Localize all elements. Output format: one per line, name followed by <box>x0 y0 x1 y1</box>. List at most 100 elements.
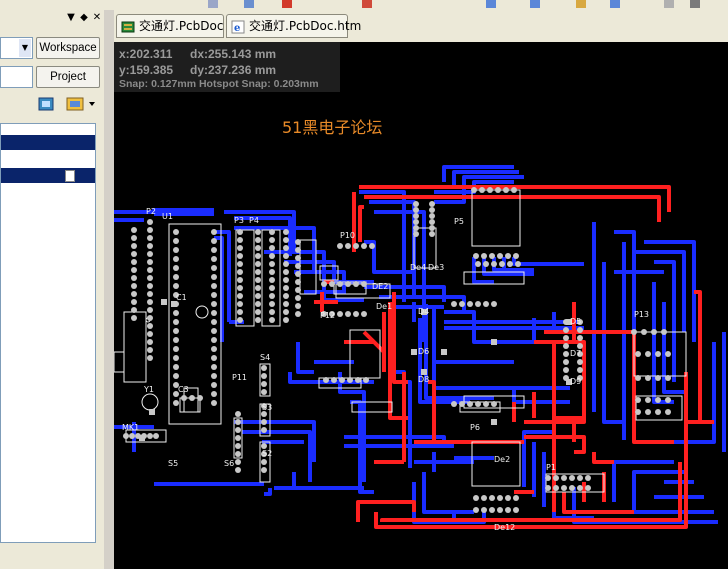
pad <box>131 283 137 289</box>
pad <box>147 331 153 337</box>
pad <box>261 467 267 473</box>
workspace-button[interactable]: Workspace <box>36 37 100 59</box>
pad <box>269 293 275 299</box>
pad <box>355 377 361 383</box>
pad <box>255 245 261 251</box>
top-trace <box>380 462 682 522</box>
pad <box>255 285 261 291</box>
toolbar-icon[interactable] <box>690 0 700 8</box>
pad <box>237 285 243 291</box>
bottom-trace <box>644 240 696 342</box>
pad <box>577 359 583 365</box>
pad <box>295 287 301 293</box>
pad <box>491 401 497 407</box>
component-outline <box>349 329 381 379</box>
pad <box>473 495 479 501</box>
designator-label: De2 <box>494 455 510 464</box>
pad <box>131 275 137 281</box>
pad <box>497 253 503 259</box>
toolbar-icon[interactable] <box>244 0 254 8</box>
component-outline <box>351 401 393 413</box>
pad <box>585 475 591 481</box>
compile-icon[interactable] <box>36 94 58 114</box>
pad <box>451 301 457 307</box>
project-tree[interactable] <box>0 123 96 543</box>
designator-label: P12 <box>320 311 335 320</box>
bottom-trace <box>224 210 296 252</box>
close-icon[interactable]: ✕ <box>92 12 102 23</box>
pad <box>261 365 267 371</box>
pad <box>173 256 179 262</box>
pad <box>235 467 241 473</box>
pad <box>255 277 261 283</box>
workspace-combo[interactable]: ▼ <box>0 37 33 59</box>
pad <box>361 311 367 317</box>
pad <box>147 275 153 281</box>
pad <box>413 201 419 207</box>
pad <box>147 283 153 289</box>
pad <box>211 337 217 343</box>
pad <box>635 397 641 403</box>
pad <box>269 285 275 291</box>
project-options-icon[interactable] <box>64 94 98 114</box>
tree-item-selected[interactable] <box>1 168 95 183</box>
toolbar-icon[interactable] <box>208 0 218 8</box>
pad <box>577 485 583 491</box>
pad <box>235 435 241 441</box>
toolbar-icon[interactable] <box>610 0 620 8</box>
component-outline <box>114 351 125 373</box>
pad <box>413 225 419 231</box>
pad <box>635 351 641 357</box>
pad <box>429 231 435 237</box>
component-outline <box>471 441 521 487</box>
pad <box>473 507 479 513</box>
pad <box>295 255 301 261</box>
pad <box>495 187 501 193</box>
pad <box>283 301 289 307</box>
tree-item-selected[interactable] <box>1 135 95 150</box>
toolbar-icon[interactable] <box>486 0 496 8</box>
designator-label: P10 <box>340 231 355 240</box>
toolbar-icon[interactable] <box>664 0 674 8</box>
tab-pcbdoc-htm[interactable]: e 交通灯.PcbDoc.htm <box>226 14 361 38</box>
tab-pcbdoc[interactable]: 交通灯.PcbDoc <box>116 14 224 38</box>
svg-text:e: e <box>234 23 240 34</box>
pad <box>283 245 289 251</box>
close-icon[interactable] <box>282 0 292 8</box>
panel-menu-icon[interactable]: ▼ <box>67 12 75 23</box>
pad <box>211 391 217 397</box>
pad <box>123 433 129 439</box>
bottom-trace <box>634 250 686 332</box>
pad <box>211 238 217 244</box>
pad <box>491 339 497 345</box>
pad <box>131 299 137 305</box>
pin-icon[interactable]: ◆ <box>80 12 88 23</box>
pad <box>507 261 513 267</box>
designator-label: MK1 <box>122 423 139 432</box>
bottom-trace <box>296 342 314 374</box>
toolbar-icon[interactable] <box>362 0 372 8</box>
pad <box>269 317 275 323</box>
project-field[interactable] <box>0 66 33 88</box>
pad <box>197 395 203 401</box>
pad <box>255 237 261 243</box>
pad <box>261 451 267 457</box>
pad <box>269 237 275 243</box>
pad <box>631 329 637 335</box>
toolbar-icon[interactable] <box>530 0 540 8</box>
pad <box>147 323 153 329</box>
toolbar-icon[interactable] <box>576 0 586 8</box>
pad <box>131 227 137 233</box>
pad <box>483 301 489 307</box>
pad <box>173 373 179 379</box>
pad <box>283 285 289 291</box>
designator-label: De3 <box>428 263 444 272</box>
pad <box>361 243 367 249</box>
component-outline <box>635 395 683 421</box>
pad <box>329 311 335 317</box>
designator-label: P2 <box>146 207 156 216</box>
project-button[interactable]: Project <box>36 66 100 88</box>
